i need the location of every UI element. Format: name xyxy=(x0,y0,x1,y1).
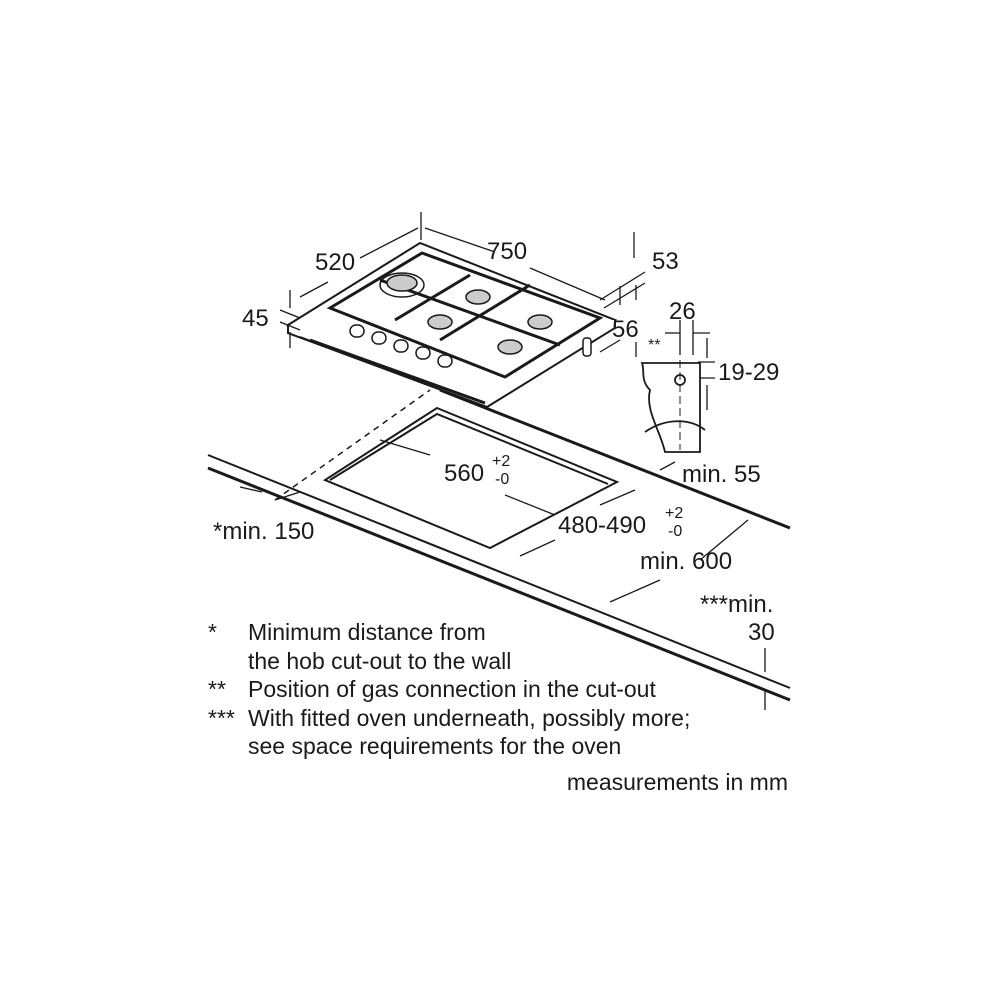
dim-min-wall: *min. 150 xyxy=(213,518,315,545)
gas-connection-detail xyxy=(640,360,706,453)
cutout xyxy=(274,389,620,550)
dim-min-oven-value: 30 xyxy=(748,619,775,646)
dim-min-oven: ***min. xyxy=(700,591,774,618)
gas-marker: ** xyxy=(648,337,661,354)
dimension-lines xyxy=(239,212,766,710)
worktop xyxy=(207,388,791,702)
legend-item: ***With fitted oven underneath, possibly… xyxy=(208,704,691,731)
dim-min-back: min. 55 xyxy=(682,461,761,488)
dim-gas-height: 19-29 xyxy=(718,359,780,386)
cutout-width-tol-plus: +2 xyxy=(492,453,511,470)
dim-gas-side: 26 xyxy=(669,298,696,325)
legend-item: **Position of gas connection in the cut-… xyxy=(208,676,656,702)
dim-cutout-depth: 480-490 xyxy=(558,512,647,539)
cutout-width-tol-minus: -0 xyxy=(495,471,510,488)
dim-cutout-width: 560 xyxy=(444,460,485,487)
legend: *Minimum distance from the hob cut-out t… xyxy=(208,618,690,761)
dim-height-front: 45 xyxy=(242,305,269,332)
dim-min-worktop: min. 600 xyxy=(640,548,733,575)
dim-depth: 520 xyxy=(315,249,356,276)
hob xyxy=(285,241,618,409)
dim-width: 750 xyxy=(487,238,528,265)
cutout-depth-tol-plus: +2 xyxy=(665,505,684,522)
legend-item: *Minimum distance from xyxy=(208,619,486,645)
dim-gas-offset: 56 xyxy=(612,316,639,343)
legend-item: see space requirements for the oven xyxy=(248,733,622,759)
legend-item: the hob cut-out to the wall xyxy=(248,647,512,674)
cutout-depth-tol-minus: -0 xyxy=(668,523,683,540)
dim-right-height: 53 xyxy=(652,248,679,275)
units-note: measurements in mm xyxy=(566,769,788,795)
